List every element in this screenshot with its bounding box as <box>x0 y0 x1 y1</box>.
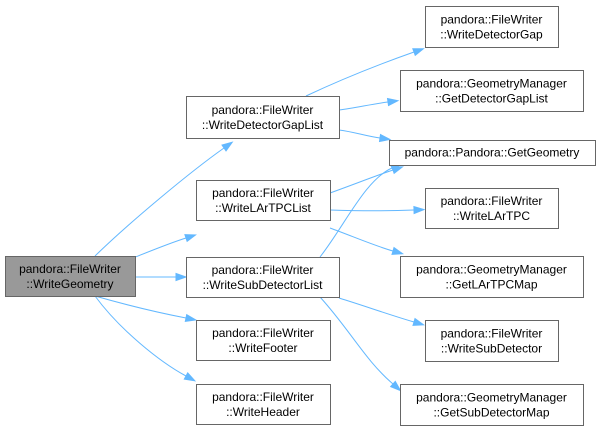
node-label-line2: ::WriteDetectorGap <box>440 28 543 42</box>
arrowhead-icon <box>184 234 197 243</box>
edge-line <box>305 51 415 97</box>
edge-write-detector-gap-list-to-get-detector-gap-list <box>338 97 400 111</box>
edge-line <box>329 169 394 194</box>
edges-layer <box>94 48 426 392</box>
edge-line <box>94 295 187 319</box>
node-label-line2: ::WriteHeader <box>226 405 300 419</box>
edge-write-geometry-to-write-footer <box>94 295 198 322</box>
edge-write-geometry-to-write-header <box>94 295 197 382</box>
node-label-line1: pandora::GeometryManager <box>416 391 567 405</box>
node-get-lartpc-map[interactable]: pandora::GeometryManager::GetLArTPCMap <box>400 256 584 298</box>
node-write-lartpc-list[interactable]: pandora::FileWriter::WriteLArTPCList <box>196 180 331 221</box>
edge-write-lartpc-list-to-write-lartpc <box>329 205 426 215</box>
nodes-layer: pandora::FileWriter::WriteGeometrypandor… <box>5 6 596 426</box>
node-label-line2: ::WriteFooter <box>228 341 297 355</box>
node-label-line2: ::GetDetectorGapList <box>435 92 548 106</box>
edge-line <box>132 237 187 259</box>
node-label-line2: ::WriteGeometry <box>26 277 113 291</box>
node-box <box>196 320 331 361</box>
edge-write-detector-gap-list-to-get-geometry <box>338 129 392 143</box>
edge-write-lartpc-list-to-get-geometry <box>329 166 404 194</box>
node-write-sub-detector-list[interactable]: pandora::FileWriter::WriteSubDetectorLis… <box>186 257 340 298</box>
node-box <box>425 320 559 362</box>
node-label-line1: pandora::FileWriter <box>441 327 543 341</box>
node-box <box>5 256 136 297</box>
node-write-lartpc[interactable]: pandora::FileWriter::WriteLArTPC <box>425 188 559 229</box>
edge-write-detector-gap-list-to-write-detector-gap <box>305 48 425 97</box>
arrowhead-icon <box>175 272 188 282</box>
edge-line <box>94 147 225 257</box>
node-box <box>425 188 559 229</box>
node-label-line1: pandora::FileWriter <box>212 186 314 200</box>
edge-line <box>338 129 381 139</box>
node-label-line1: pandora::FileWriter <box>441 13 543 27</box>
node-label-line1: pandora::FileWriter <box>19 262 121 276</box>
node-box <box>389 140 596 166</box>
node-label-line1: pandora::FileWriter <box>212 263 314 277</box>
node-label-line1: pandora::GeometryManager <box>416 77 567 91</box>
arrowhead-icon <box>183 372 197 382</box>
node-box <box>186 257 340 298</box>
arrowhead-icon <box>389 380 402 392</box>
edge-line <box>319 167 393 258</box>
node-get-sub-detector-map[interactable]: pandora::GeometryManager::GetSubDetector… <box>400 384 584 426</box>
arrowhead-icon <box>184 313 198 322</box>
node-write-detector-gap-list[interactable]: pandora::FileWriter::WriteDetectorGapLis… <box>186 96 340 139</box>
node-box <box>400 384 584 426</box>
edge-line <box>329 227 394 252</box>
arrowhead-icon <box>391 246 405 255</box>
arrowhead-icon <box>378 133 392 143</box>
node-label-line1: pandora::FileWriter <box>212 103 314 117</box>
edge-write-sub-detector-list-to-get-sub-detector-map <box>319 296 402 392</box>
node-box <box>196 384 331 425</box>
node-box <box>196 180 331 221</box>
node-label-line2: ::WriteLArTPC <box>453 209 530 223</box>
node-label-line1: pandora::FileWriter <box>212 326 314 340</box>
edge-write-sub-detector-list-to-write-sub-detector <box>338 297 426 326</box>
edge-line <box>338 101 389 111</box>
node-write-sub-detector[interactable]: pandora::FileWriter::WriteSubDetector <box>425 320 559 362</box>
arrowhead-icon <box>412 48 425 57</box>
node-write-footer[interactable]: pandora::FileWriter::WriteFooter <box>196 320 331 361</box>
edge-line <box>94 295 187 377</box>
edge-write-lartpc-list-to-get-lartpc-map <box>329 227 405 255</box>
node-label-line2: ::WriteLArTPCList <box>215 201 311 215</box>
edge-line <box>329 209 415 212</box>
edge-line <box>338 297 415 323</box>
node-get-detector-gap-list[interactable]: pandora::GeometryManager::GetDetectorGap… <box>400 70 584 112</box>
node-label-line2: ::GetSubDetectorMap <box>433 406 549 420</box>
node-get-geometry[interactable]: pandora::Pandora::GetGeometry <box>389 140 596 166</box>
arrowhead-icon <box>221 141 234 152</box>
arrowhead-icon <box>386 97 400 107</box>
node-write-header[interactable]: pandora::FileWriter::WriteHeader <box>196 384 331 425</box>
arrowhead-icon <box>412 317 426 326</box>
edge-write-geometry-to-write-lartpc-list <box>132 234 197 259</box>
node-box <box>186 96 340 139</box>
edge-line <box>319 296 394 385</box>
node-box <box>400 70 584 112</box>
node-label-line2: ::WriteSubDetector <box>441 342 542 356</box>
node-label-line1: pandora::FileWriter <box>441 194 543 208</box>
node-box <box>425 6 559 48</box>
node-label-line1: pandora::GeometryManager <box>416 263 567 277</box>
node-label-line2: ::WriteSubDetectorList <box>203 278 323 292</box>
node-write-detector-gap[interactable]: pandora::FileWriter::WriteDetectorGap <box>425 6 559 48</box>
node-label-line1: pandora::FileWriter <box>212 390 314 404</box>
node-box <box>400 256 584 298</box>
edge-write-geometry-to-write-detector-gap-list <box>94 141 234 257</box>
node-label-line2: ::WriteDetectorGapList <box>202 118 324 132</box>
node-label: pandora::Pandora::GetGeometry <box>405 146 580 160</box>
node-write-geometry[interactable]: pandora::FileWriter::WriteGeometry <box>5 256 136 297</box>
edge-write-geometry-to-write-sub-detector-list <box>135 272 188 282</box>
arrowhead-icon <box>413 205 426 215</box>
node-label-line2: ::GetLArTPCMap <box>445 278 537 292</box>
